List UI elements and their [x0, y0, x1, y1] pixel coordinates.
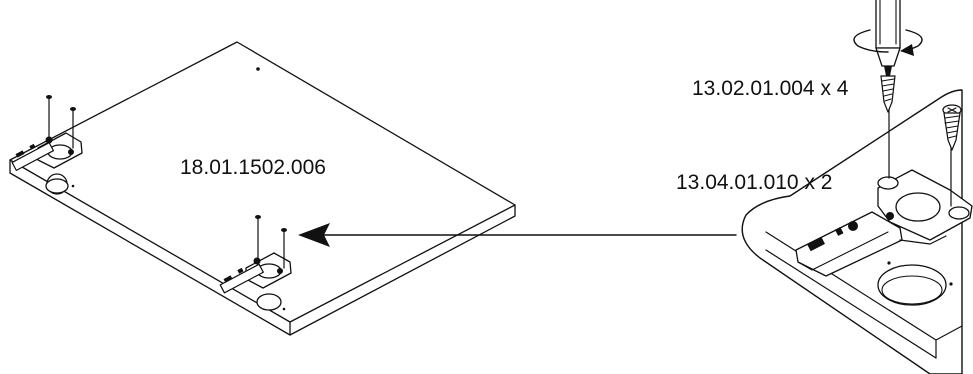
hinge-spec-label: 13.04.01.010 x 2: [676, 171, 832, 194]
hinge-icon: [795, 169, 973, 286]
hinge-icon: [11, 132, 83, 195]
panel-code-label: 18.01.1502.006: [180, 156, 326, 179]
panel-mark-hole: [256, 67, 260, 71]
screw-icon: [888, 103, 962, 207]
screw-icon: [880, 75, 896, 113]
door-panel: [9, 41, 516, 336]
screw-icon: [255, 215, 287, 311]
screwdriver-icon: [875, 0, 901, 76]
screw-spec-label: 13.02.01.004 x 4: [692, 77, 849, 100]
rotation-arrow-icon: [853, 29, 923, 56]
hinge-icon: [219, 252, 292, 311]
arrow-icon: [298, 223, 737, 247]
screw-icon: [46, 95, 76, 188]
